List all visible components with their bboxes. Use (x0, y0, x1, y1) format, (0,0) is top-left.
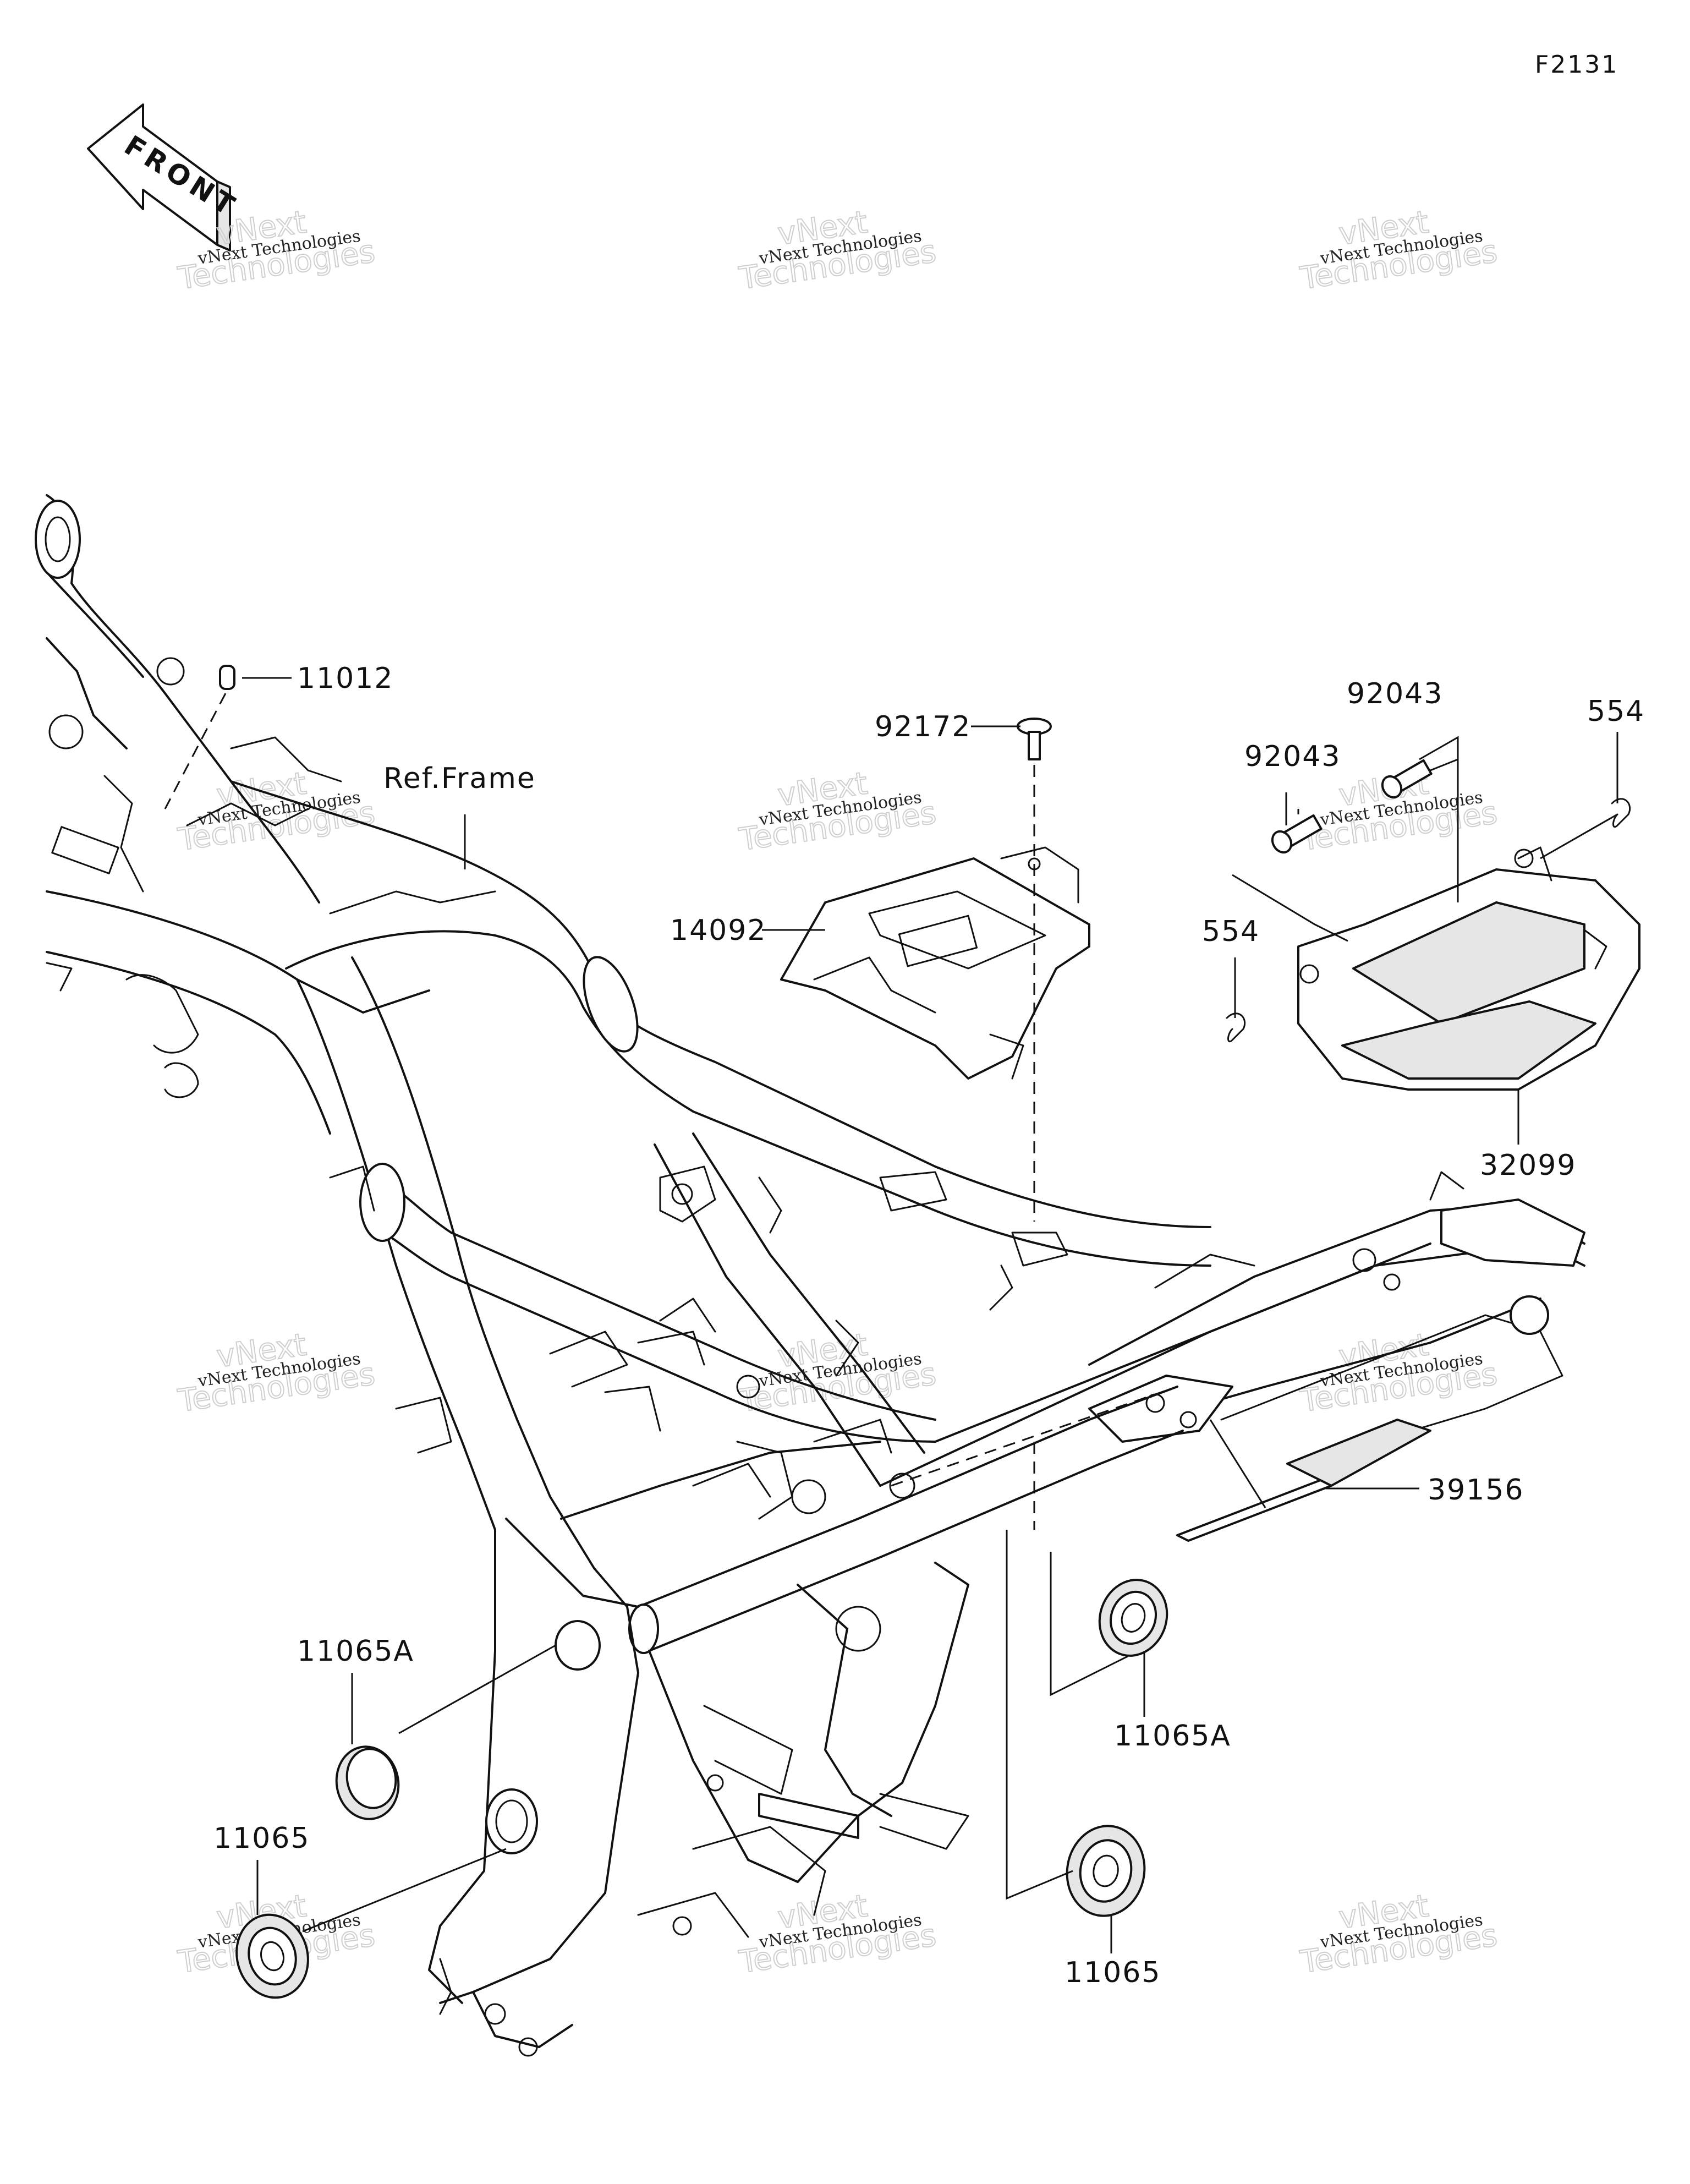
leader-lines (164, 677, 1618, 1953)
watermark: vNext Technologies vNext Technologies (1297, 204, 1500, 297)
strip-39156 (1176, 1479, 1332, 1542)
part-label[interactable]: 11012 (297, 662, 393, 695)
watermark: vNext Technologies vNext Technologies (736, 1887, 939, 1981)
watermark: vNext Technologies vNext Technologies (1297, 1887, 1500, 1981)
part-label[interactable]: 11065 (213, 1822, 310, 1855)
part-label[interactable]: 11065 (1065, 1956, 1161, 1989)
watermark: vNext Technologies vNext Technologies (736, 204, 939, 297)
cap-11065-right (1066, 1825, 1146, 1917)
watermark: vNext Technologies vNext Technologies (1297, 1326, 1500, 1420)
figure-code: F2131 (1535, 51, 1618, 79)
watermark: vNext Technologies vNext Technologies (736, 765, 939, 858)
part-label[interactable]: 92043 (1347, 677, 1443, 710)
watermark: vNext Technologies vNext Technologies (175, 1326, 377, 1420)
part-label[interactable]: 92172 (875, 710, 971, 743)
part-label[interactable]: 14092 (670, 914, 766, 947)
battery-case-drawing (780, 846, 1090, 1080)
pin-92043-upper (1381, 759, 1433, 799)
part-label[interactable]: 39156 (1428, 1474, 1524, 1507)
bolt-92172 (1017, 718, 1052, 760)
clip-554-upper (1611, 798, 1631, 828)
pin-92043-lower (1271, 814, 1323, 854)
plug-11012 (219, 665, 235, 690)
main-frame-drawing (35, 494, 1585, 2057)
watermark-group: vNext Technologies vNext Technologies vN… (175, 204, 1500, 1981)
part-labels: 11012 Ref.Frame 92172 14092 92043 92043 … (213, 662, 1645, 1989)
part-label[interactable]: 92043 (1244, 740, 1341, 773)
part-label[interactable]: 32099 (1480, 1149, 1576, 1182)
ref-frame-label: Ref.Frame (383, 762, 536, 795)
part-label[interactable]: 554 (1202, 915, 1260, 948)
part-label[interactable]: 554 (1587, 695, 1645, 728)
watermark: vNext Technologies vNext Technologies (175, 765, 377, 858)
cap-11065-left (235, 1913, 309, 1999)
clip-554-lower (1226, 1012, 1246, 1042)
part-label[interactable]: 11065A (297, 1635, 414, 1668)
cap-11065A-right (1098, 1579, 1168, 1657)
cap-11065A-left (335, 1745, 400, 1820)
cover-32099-drawing (1297, 846, 1640, 1091)
part-label[interactable]: 11065A (1114, 1720, 1231, 1753)
